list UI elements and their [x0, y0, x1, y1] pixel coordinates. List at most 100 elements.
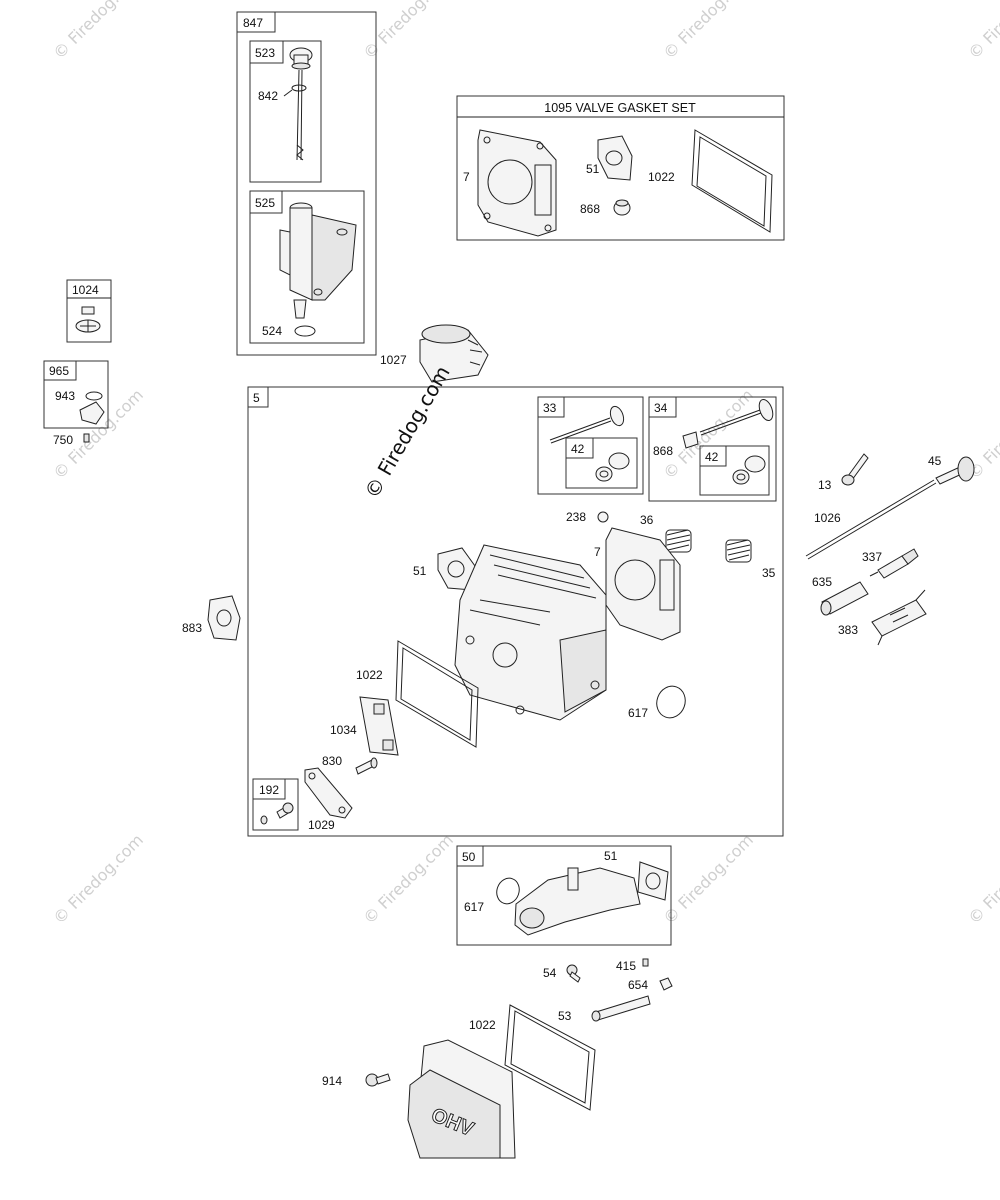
label-868-valve: 868	[653, 444, 673, 458]
label-1022-bottom: 1022	[469, 1018, 496, 1032]
bracket-1029	[304, 767, 353, 819]
watermark: © Firedog.com	[659, 0, 757, 63]
head-gasket-7	[605, 527, 681, 641]
right-parts: 13 45 1026 337 635 383	[805, 453, 975, 646]
box-label-33: 33	[543, 401, 557, 415]
label-51-head: 51	[413, 564, 427, 578]
watermark: © Firedog.com	[49, 0, 147, 63]
screw-750	[83, 433, 90, 443]
label-635: 635	[812, 575, 832, 589]
box-label-523: 523	[255, 46, 275, 60]
label-45: 45	[928, 454, 942, 468]
label-914: 914	[322, 1074, 342, 1088]
watermark: © Firedog.com	[359, 0, 457, 63]
label-54: 54	[543, 966, 557, 980]
gasket-943	[85, 391, 103, 401]
push-rod-guide-45	[935, 456, 975, 485]
label-415: 415	[616, 959, 636, 973]
label-383: 383	[838, 623, 858, 637]
box-965: 965 943	[43, 360, 109, 429]
box-label-965: 965	[49, 364, 69, 378]
intake-manifold-part	[514, 861, 669, 936]
watermark: © Firedog.com	[659, 385, 757, 483]
label-617: 617	[628, 706, 648, 720]
bolt-13	[841, 453, 869, 486]
label-53: 53	[558, 1009, 572, 1023]
label-1029: 1029	[308, 818, 335, 832]
intake-valve-part	[549, 405, 625, 444]
box-title-1095: 1095 VALVE GASKET SET	[544, 101, 696, 115]
box-50: 50 617 51	[456, 845, 672, 946]
label-1022-head: 1022	[356, 668, 383, 682]
push-rod-1026	[805, 479, 937, 560]
label-51-manifold: 51	[604, 849, 618, 863]
breather-part	[75, 306, 101, 333]
washer-415	[642, 958, 649, 967]
label-238: 238	[566, 510, 586, 524]
box-label-50: 50	[462, 850, 476, 864]
box-label-1024: 1024	[72, 283, 99, 297]
label-51: 51	[586, 162, 600, 176]
label-1026: 1026	[814, 511, 841, 525]
spring-35	[725, 539, 752, 563]
breather-plate-1034	[359, 696, 399, 756]
o-ring-617-manifold	[496, 877, 520, 905]
firedog-watermark: © Firedog.com	[360, 362, 455, 503]
fill-tube-part	[279, 202, 357, 319]
box-1095: 1095 VALVE GASKET SET 7 51 1022 868	[456, 95, 785, 241]
cover-gasket-1022-bottom	[504, 1004, 596, 1111]
label-1027: 1027	[380, 353, 407, 367]
bracket-383	[871, 589, 927, 646]
label-654: 654	[628, 978, 648, 992]
cover-gasket-1022	[395, 640, 479, 748]
cover-plate-part	[79, 401, 105, 425]
box-847: 847 523 842 525 524	[236, 11, 377, 356]
gasket-883	[207, 595, 241, 641]
tube-635	[820, 581, 869, 616]
spark-plug-337	[869, 548, 919, 579]
label-7-head: 7	[594, 545, 601, 559]
label-524: 524	[262, 324, 282, 338]
box-1024: 1024	[66, 279, 112, 343]
label-868: 868	[580, 202, 600, 216]
watermark: © Firedog.com	[964, 0, 1000, 63]
cylinder-head-part	[454, 544, 607, 721]
box-label-34: 34	[654, 401, 668, 415]
label-35: 35	[762, 566, 776, 580]
label-883: 883	[182, 621, 202, 635]
spring-36	[665, 529, 692, 553]
screw-914	[365, 1073, 391, 1087]
stud-53	[591, 995, 651, 1022]
valve-cap-238	[597, 511, 609, 523]
label-830: 830	[322, 754, 342, 768]
box-label-847: 847	[243, 16, 263, 30]
watermark: © Firedog.com	[659, 830, 757, 928]
cover-gasket-part	[691, 129, 773, 233]
label-7: 7	[463, 170, 470, 184]
o-ring-617	[656, 685, 686, 719]
box-label-42: 42	[571, 442, 585, 456]
screw-192	[260, 802, 294, 825]
watermark: © Firedog.com	[359, 830, 457, 928]
intake-gasket-part	[597, 135, 633, 181]
watermark: © Firedog.com	[49, 830, 147, 928]
label-13: 13	[818, 478, 832, 492]
valve-seal-part	[613, 199, 631, 216]
box-label-525: 525	[255, 196, 275, 210]
bottom-parts: 54 415 654 53 1022 OHV 914	[322, 958, 673, 1159]
exhaust-valve-part	[682, 398, 774, 449]
label-943: 943	[55, 389, 75, 403]
dipstick-part	[289, 47, 313, 161]
valve-keeper-part	[595, 452, 630, 482]
label-36: 36	[640, 513, 654, 527]
box-label-42-exhaust: 42	[705, 450, 719, 464]
screw-54	[566, 964, 581, 983]
oil-filter-1027	[419, 324, 489, 383]
o-ring-524	[294, 325, 316, 337]
box-5: 5 © Firedog.com 33 42 34 868	[247, 362, 784, 837]
box-label-192: 192	[259, 783, 279, 797]
watermark: © Firedog.com	[964, 830, 1000, 928]
box-label-5: 5	[253, 391, 260, 405]
stud-830	[355, 757, 378, 775]
